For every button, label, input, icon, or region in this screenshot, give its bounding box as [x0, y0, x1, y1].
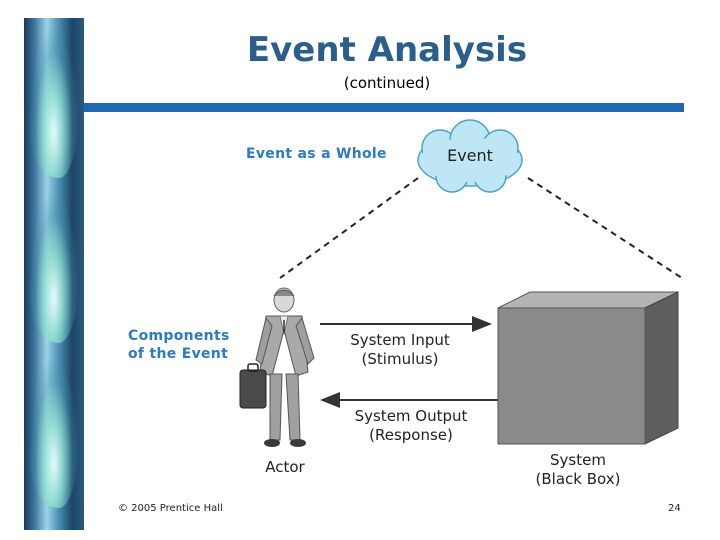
system-output-line2: (Response) [369, 426, 453, 444]
flame-decoration [30, 193, 78, 343]
event-cloud-label: Event [447, 146, 493, 165]
system-input-line2: (Stimulus) [361, 350, 439, 368]
flame-decoration [30, 358, 78, 508]
system-label-line1: System [550, 451, 606, 469]
copyright-footer: © 2005 Prentice Hall [118, 503, 223, 514]
dashed-line-right [527, 177, 683, 279]
system-input-label: System Input (Stimulus) [340, 331, 460, 369]
system-output-label: System Output (Response) [344, 407, 478, 445]
actor-figure [239, 287, 315, 447]
system-input-line1: System Input [350, 331, 450, 349]
decorative-side-band [24, 18, 84, 530]
black-box-cube [497, 291, 679, 445]
page-number: 24 [668, 503, 681, 514]
components-label-line1: Components [128, 328, 230, 344]
system-label-line2: (Black Box) [535, 470, 621, 488]
system-output-line1: System Output [354, 407, 468, 425]
dashed-line-left [279, 177, 419, 279]
slide-subtitle: (continued) [343, 74, 431, 92]
title-divider [84, 103, 684, 112]
event-cloud-shape [417, 119, 523, 193]
slide-title: Event Analysis [246, 30, 528, 70]
system-black-box-label: System (Black Box) [522, 451, 634, 489]
components-label-line2: of the Event [128, 346, 229, 362]
event-as-whole-label: Event as a Whole [246, 146, 387, 162]
flame-decoration [30, 28, 78, 178]
actor-label: Actor [265, 458, 305, 476]
components-label: Components of the Event [128, 327, 230, 363]
